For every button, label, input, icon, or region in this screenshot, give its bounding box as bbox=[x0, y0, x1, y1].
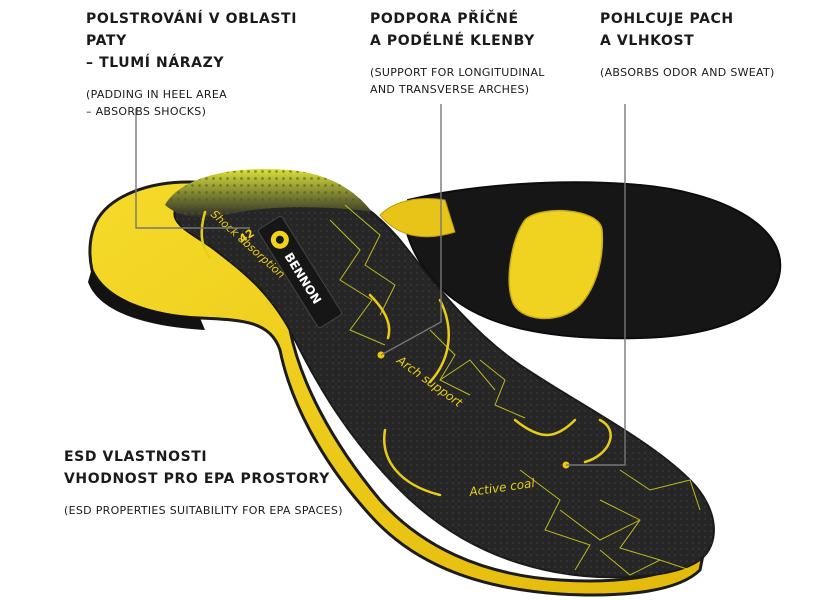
esd-callout-sub-1: (ESD PROPERTIES SUITABILITY FOR EPA SPAC… bbox=[64, 504, 343, 517]
back-insole bbox=[379, 181, 782, 340]
odor-callout: POHLCUJE PACH A VLHKOST (ABSORBS ODOR AN… bbox=[600, 8, 830, 81]
metatarsal-pad bbox=[508, 210, 604, 319]
odor-callout-sub-1: (ABSORBS ODOR AND SWEAT) bbox=[600, 66, 775, 79]
arch-callout-title-2: A PODÉLNÉ KLENBY bbox=[370, 33, 535, 49]
odor-callout-line bbox=[566, 104, 626, 466]
heel-callout-sub-2: – ABSORBS SHOCKS) bbox=[86, 105, 207, 118]
arch-callout-line bbox=[380, 104, 442, 356]
heel-callout-title-1: POLSTROVÁNÍ V OBLASTI PATY bbox=[86, 11, 298, 49]
heel-callout-line bbox=[135, 108, 250, 229]
esd-callout-title-1: ESD VLASTNOSTI bbox=[64, 449, 208, 465]
arch-callout-title-1: PODPORA PŘÍČNÉ bbox=[370, 11, 519, 27]
arch-callout: PODPORA PŘÍČNÉ A PODÉLNÉ KLENBY (SUPPORT… bbox=[370, 8, 590, 98]
esd-callout-title-2: VHODNOST PRO EPA PROSTORY bbox=[64, 471, 330, 487]
odor-callout-title-1: POHLCUJE PACH bbox=[600, 11, 734, 27]
arch-callout-sub-1: (SUPPORT FOR LONGITUDINAL bbox=[370, 66, 545, 79]
heel-callout: POLSTROVÁNÍ V OBLASTI PATY – TLUMÍ NÁRAZ… bbox=[86, 8, 326, 120]
brand-logo: BENNON bbox=[258, 216, 342, 328]
arch-callout-sub-2: AND TRANSVERSE ARCHES) bbox=[370, 83, 530, 96]
heel-callout-title-2: – TLUMÍ NÁRAZY bbox=[86, 55, 225, 71]
heel-callout-sub-1: (PADDING IN HEEL AREA bbox=[86, 88, 227, 101]
odor-callout-title-2: A VLHKOST bbox=[600, 33, 695, 49]
esd-callout: ESD VLASTNOSTI VHODNOST PRO EPA PROSTORY… bbox=[64, 446, 394, 519]
